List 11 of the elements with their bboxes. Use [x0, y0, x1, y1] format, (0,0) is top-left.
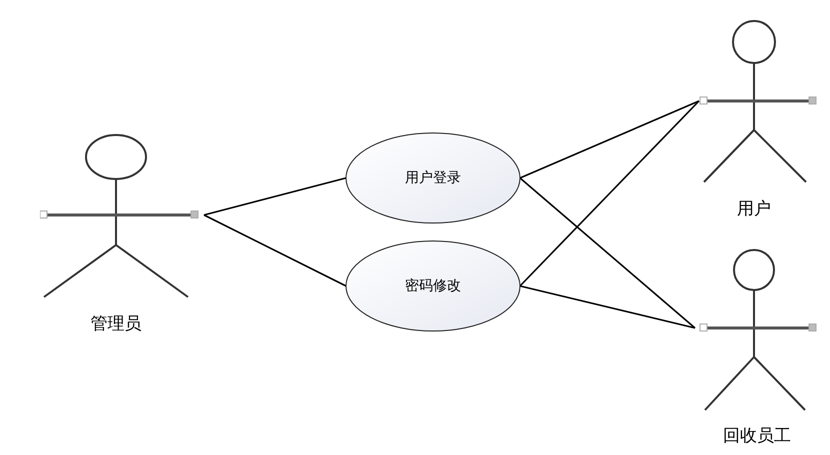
- association-line: [204, 214, 346, 287]
- actor-name: 管理员: [90, 313, 142, 335]
- association-line: [519, 100, 700, 287]
- actor-name: 回收员工: [723, 425, 791, 447]
- association-line: [520, 285, 696, 329]
- use-case-name: 用户登录: [405, 169, 461, 187]
- use-case-name: 密码修改: [405, 277, 461, 295]
- actor-name: 用户: [737, 198, 771, 220]
- association-line: [520, 100, 700, 179]
- association-line: [519, 177, 696, 329]
- association-line: [204, 177, 346, 216]
